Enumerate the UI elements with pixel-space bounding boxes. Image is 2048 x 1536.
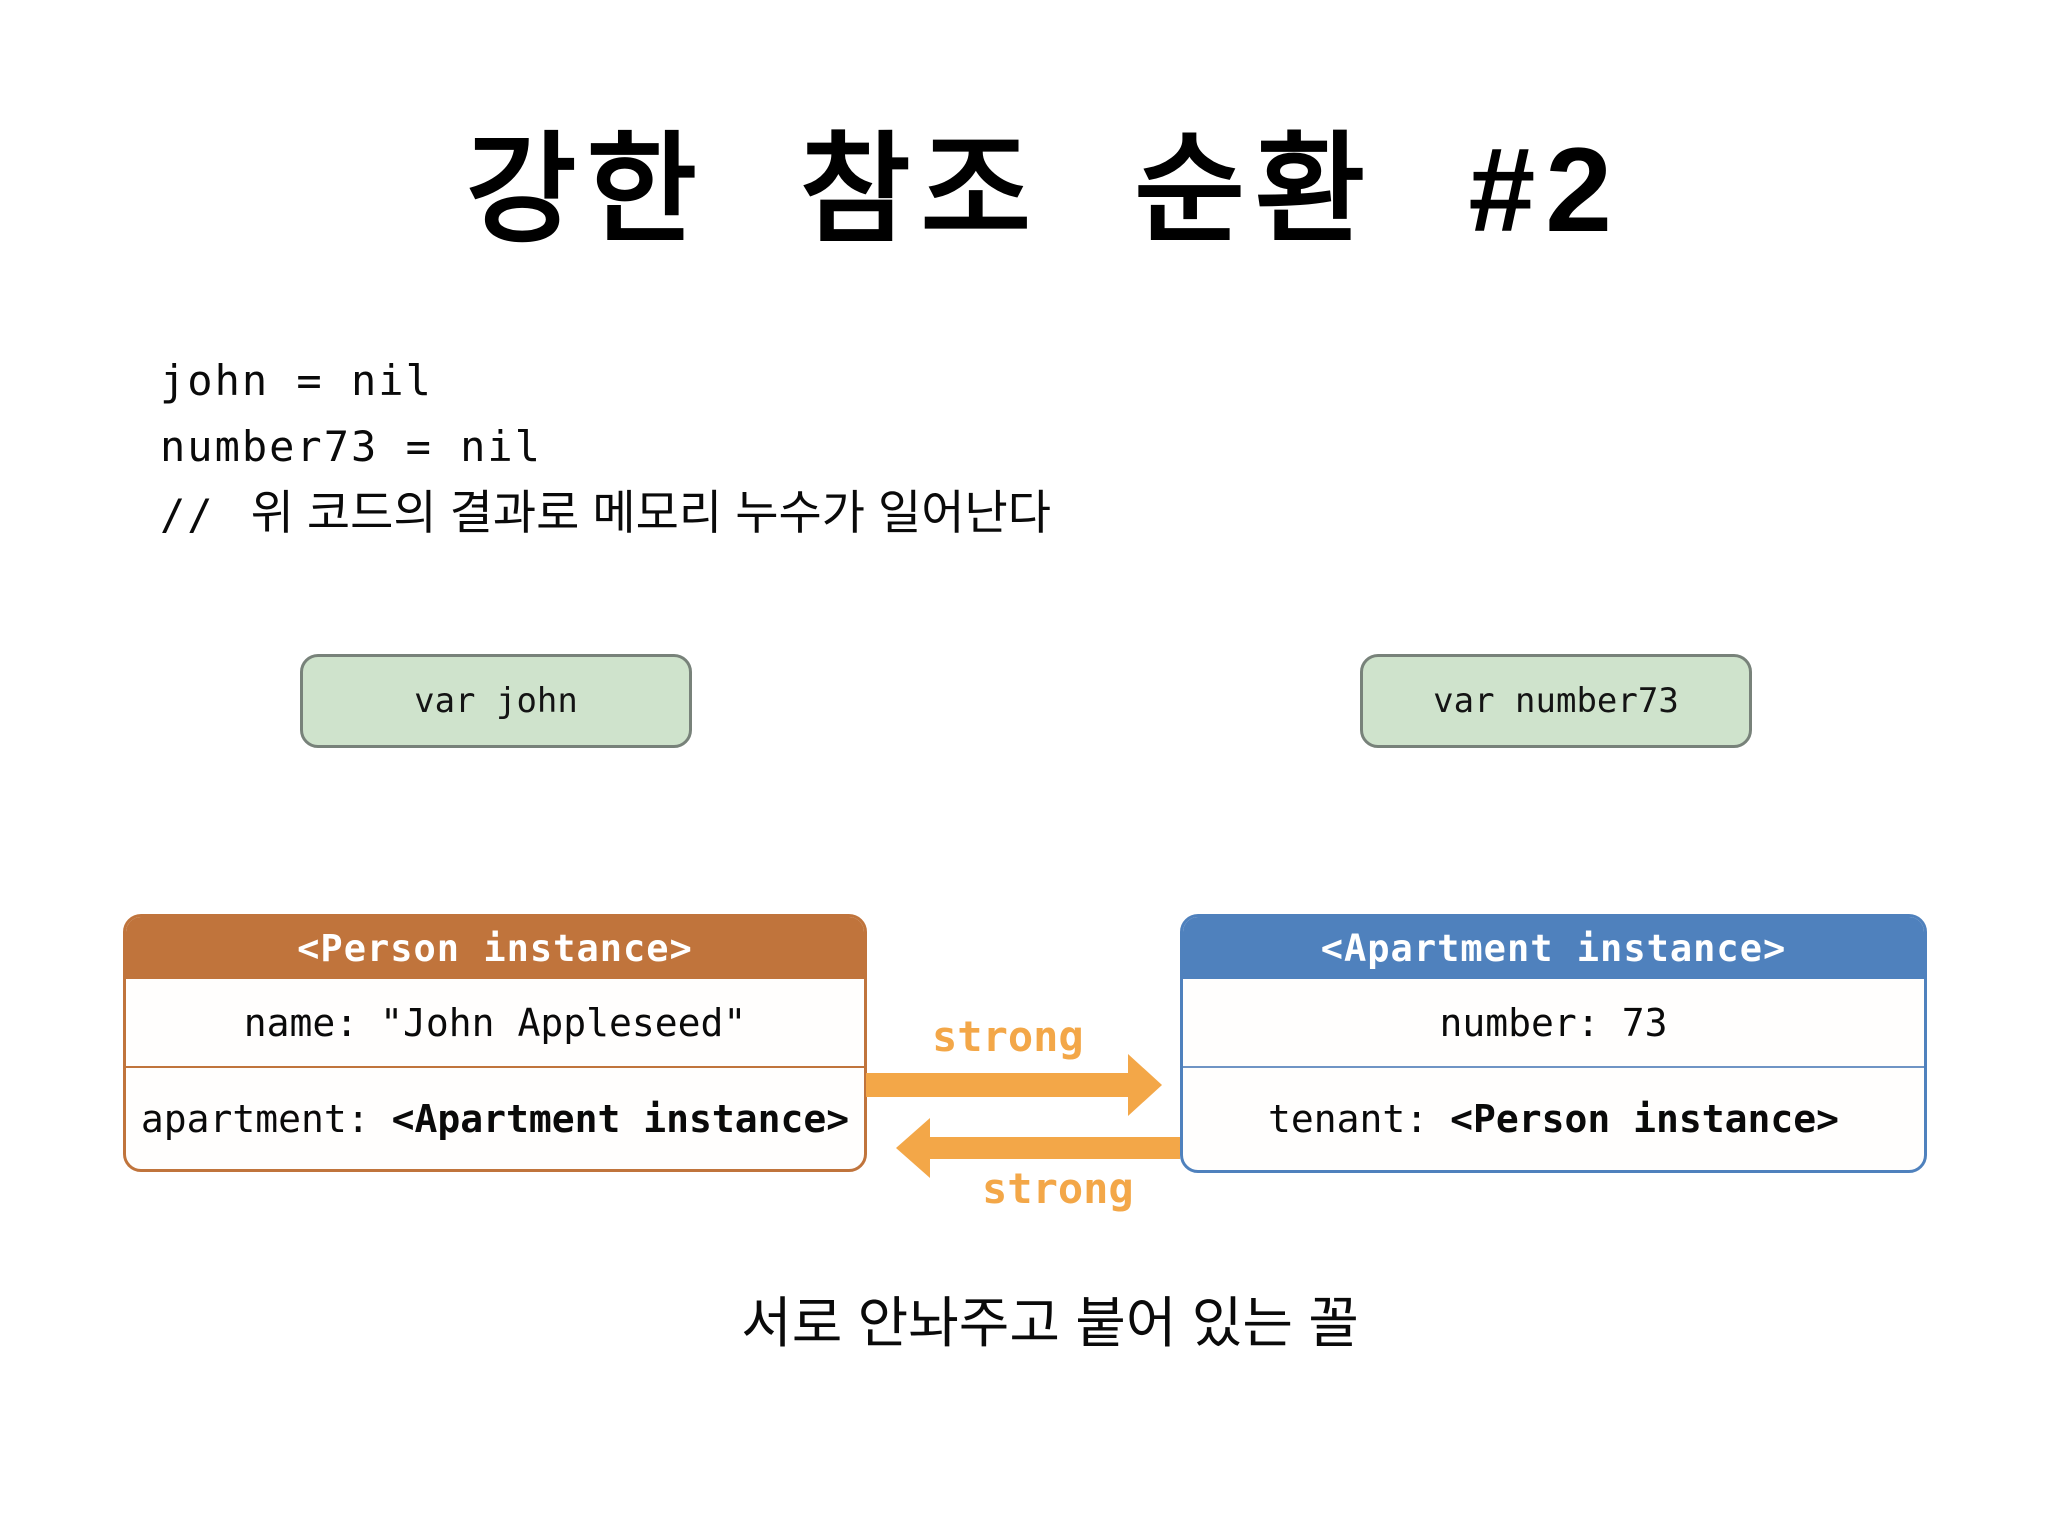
apartment-instance-header: <Apartment instance> <box>1183 917 1924 979</box>
apartment-tenant-label: tenant: <box>1267 1097 1429 1141</box>
apartment-number-value: 73 <box>1621 1000 1668 1045</box>
strong-label-bottom: strong <box>982 1164 1134 1213</box>
code-line-number73-nil: number73 = nil <box>160 422 543 471</box>
apartment-instance-box: <Apartment instance> number: 73 tenant: … <box>1180 914 1927 1173</box>
person-name-value: "John Appleseed" <box>380 1000 747 1045</box>
strong-arrow-left-shaft <box>928 1137 1180 1159</box>
person-apartment-row: apartment: <Apartment instance> <box>126 1068 864 1169</box>
apartment-tenant-row: tenant: <Person instance> <box>1183 1068 1924 1170</box>
comment-slashes: // <box>160 490 215 539</box>
slide-title: 강한 참조 순환 #2 <box>466 123 1622 257</box>
person-name-row: name: "John Appleseed" <box>126 979 864 1068</box>
code-block: john = nil number73 = nil // 위 코드의 결과로 메모… <box>160 348 1051 548</box>
person-apartment-label: apartment: <box>140 1096 370 1141</box>
person-name-label: name: <box>243 1000 359 1045</box>
var-number73-box: var number73 <box>1360 654 1752 748</box>
strong-arrow-right-shaft <box>866 1073 1129 1097</box>
person-apartment-value: <Apartment instance> <box>391 1096 850 1141</box>
person-instance-header: <Person instance> <box>126 917 864 979</box>
strong-arrow-left-head-icon <box>896 1118 930 1178</box>
var-john-box: var john <box>300 654 692 748</box>
strong-label-top: strong <box>932 1012 1084 1061</box>
apartment-number-row: number: 73 <box>1183 979 1924 1068</box>
var-john-label: var john <box>414 681 578 721</box>
apartment-tenant-value: <Person instance> <box>1450 1097 1840 1141</box>
var-number73-label: var number73 <box>1433 681 1679 721</box>
comment-text: 위 코드의 결과로 메모리 누수가 일어난다 <box>250 486 1051 539</box>
apartment-number-label: number: <box>1439 1000 1600 1045</box>
person-instance-box: <Person instance> name: "John Appleseed"… <box>123 914 867 1172</box>
code-line-john-nil: john = nil <box>160 356 433 405</box>
code-comment-line: // 위 코드의 결과로 메모리 누수가 일어난다 <box>160 480 1051 548</box>
slide-caption: 서로 안놔주고 붙어 있는 꼴 <box>741 1292 1359 1354</box>
strong-arrow-right-head-icon <box>1128 1054 1162 1116</box>
